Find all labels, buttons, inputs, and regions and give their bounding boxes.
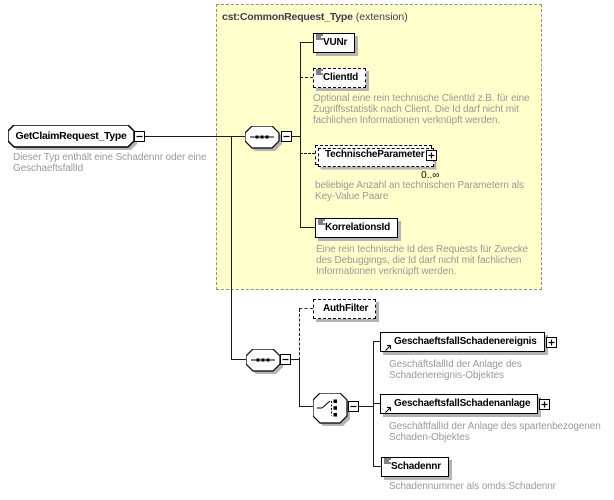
element-name: GeschaeftsfallSchadenanlage <box>394 398 531 409</box>
connector-schadenanlage-stub <box>373 403 380 404</box>
schadenereignis-annotation: GeschäftsfallId der Anlage des Schadener… <box>389 359 522 381</box>
annotation-lines-icon <box>316 31 324 40</box>
technischeparameter-annotation: beliebige Anzahl an technischen Paramete… <box>315 180 524 202</box>
connector-schadenereignis-stub <box>373 341 380 342</box>
choice-collapse-button[interactable] <box>348 401 359 412</box>
plus-icon <box>548 339 555 345</box>
element-geschaeftsfallschadenanlage[interactable]: GeschaeftsfallSchadenanlage <box>380 394 551 414</box>
connector-authfilter-stub <box>299 308 313 309</box>
root-annotation: Dieser Typ enthält eine Schadennr oder e… <box>13 152 207 174</box>
annotation-lines-icon <box>384 455 392 464</box>
connector-trunk-vertical <box>231 137 232 360</box>
sequence-icon <box>244 125 282 151</box>
sequence-compositor-1[interactable] <box>244 125 283 157</box>
element-name: VUNr <box>323 37 348 48</box>
connector-korrelationsid-stub <box>300 227 315 228</box>
root-type-name: GetClaimRequest_Type <box>15 130 127 142</box>
element-geschaeftsfallschadenereignis[interactable]: GeschaeftsfallSchadenereignis <box>380 332 557 352</box>
schadennr-annotation: Schadennummer als omds:Schadennr <box>389 481 556 492</box>
element-technischeparameter[interactable]: TechnischeParameter 0..∞ <box>315 145 439 181</box>
plus-icon <box>541 401 548 407</box>
connector-spine3 <box>373 342 374 467</box>
element-authfilter[interactable]: AuthFilter <box>313 299 377 319</box>
element-name: KorrelationsId <box>325 222 390 233</box>
arrow-ne-icon <box>384 341 393 351</box>
connector-sequence1-out <box>292 136 300 137</box>
sequence-icon <box>245 348 283 374</box>
element-name: Schadennr <box>391 461 441 472</box>
schadenanlage-annotation: GeschäftfallId der Anlage des spartenbez… <box>389 421 601 443</box>
element-korrelationsid[interactable]: KorrelationsId <box>315 218 398 238</box>
element-name: AuthFilter <box>323 303 369 314</box>
extension-title: cst:CommonRequest_Type(extension) <box>222 11 408 23</box>
root-collapse-button[interactable] <box>134 131 145 142</box>
element-name: GeschaeftsfallSchadenereignis <box>394 336 537 347</box>
connector-spine1 <box>300 42 301 228</box>
clientid-annotation: Optional eine rein technische ClientId z… <box>313 93 530 126</box>
element-schadennr[interactable]: Schadennr <box>381 457 449 477</box>
minus-icon <box>136 135 143 138</box>
element-clientid[interactable]: ClientId <box>313 66 367 88</box>
element-name: TechnischeParameter <box>325 149 425 160</box>
plus-icon <box>428 152 435 158</box>
connector-clientid-stub <box>300 77 313 78</box>
schadenereignis-expand-button[interactable] <box>545 336 557 348</box>
choice-compositor[interactable] <box>312 392 351 432</box>
technischeparameter-expand-button[interactable] <box>426 149 438 161</box>
extension-base-type: cst:CommonRequest_Type <box>222 11 353 23</box>
connector-choice-out <box>359 406 373 407</box>
schadenanlage-expand-button[interactable] <box>539 398 551 410</box>
connector-spine2-solid <box>299 360 300 407</box>
connector-sequence2-out <box>291 359 299 360</box>
annotation-lines-icon <box>318 216 326 225</box>
root-type-box[interactable] <box>7 124 139 157</box>
sequence1-collapse-button[interactable] <box>281 131 292 142</box>
choice-icon <box>312 392 350 426</box>
korrelationsid-annotation: Eine rein technische Id des Requests für… <box>316 244 529 277</box>
element-vunr[interactable]: VUNr <box>313 31 356 53</box>
minus-icon <box>283 135 290 138</box>
minus-icon <box>282 358 289 361</box>
connector-vunr-stub <box>300 42 313 43</box>
minus-icon <box>350 405 357 408</box>
connector-schadennr-stub <box>373 466 381 467</box>
connector-spine2-dashed <box>299 309 300 360</box>
multiplicity-label: 0..∞ <box>421 170 440 181</box>
sequence2-collapse-button[interactable] <box>280 354 291 365</box>
arrow-ne-icon <box>384 403 393 413</box>
sequence-compositor-2[interactable] <box>245 348 284 380</box>
connector-root-sequence <box>145 136 245 137</box>
root-type-shape <box>7 124 137 150</box>
annotation-lines-icon <box>316 66 324 75</box>
connector-choice-entry <box>299 406 313 407</box>
element-name: ClientId <box>323 72 359 83</box>
connector-technischeparameter-stub <box>300 153 315 154</box>
connector-sequence2-entry <box>231 359 247 360</box>
extension-suffix: (extension) <box>355 11 408 23</box>
